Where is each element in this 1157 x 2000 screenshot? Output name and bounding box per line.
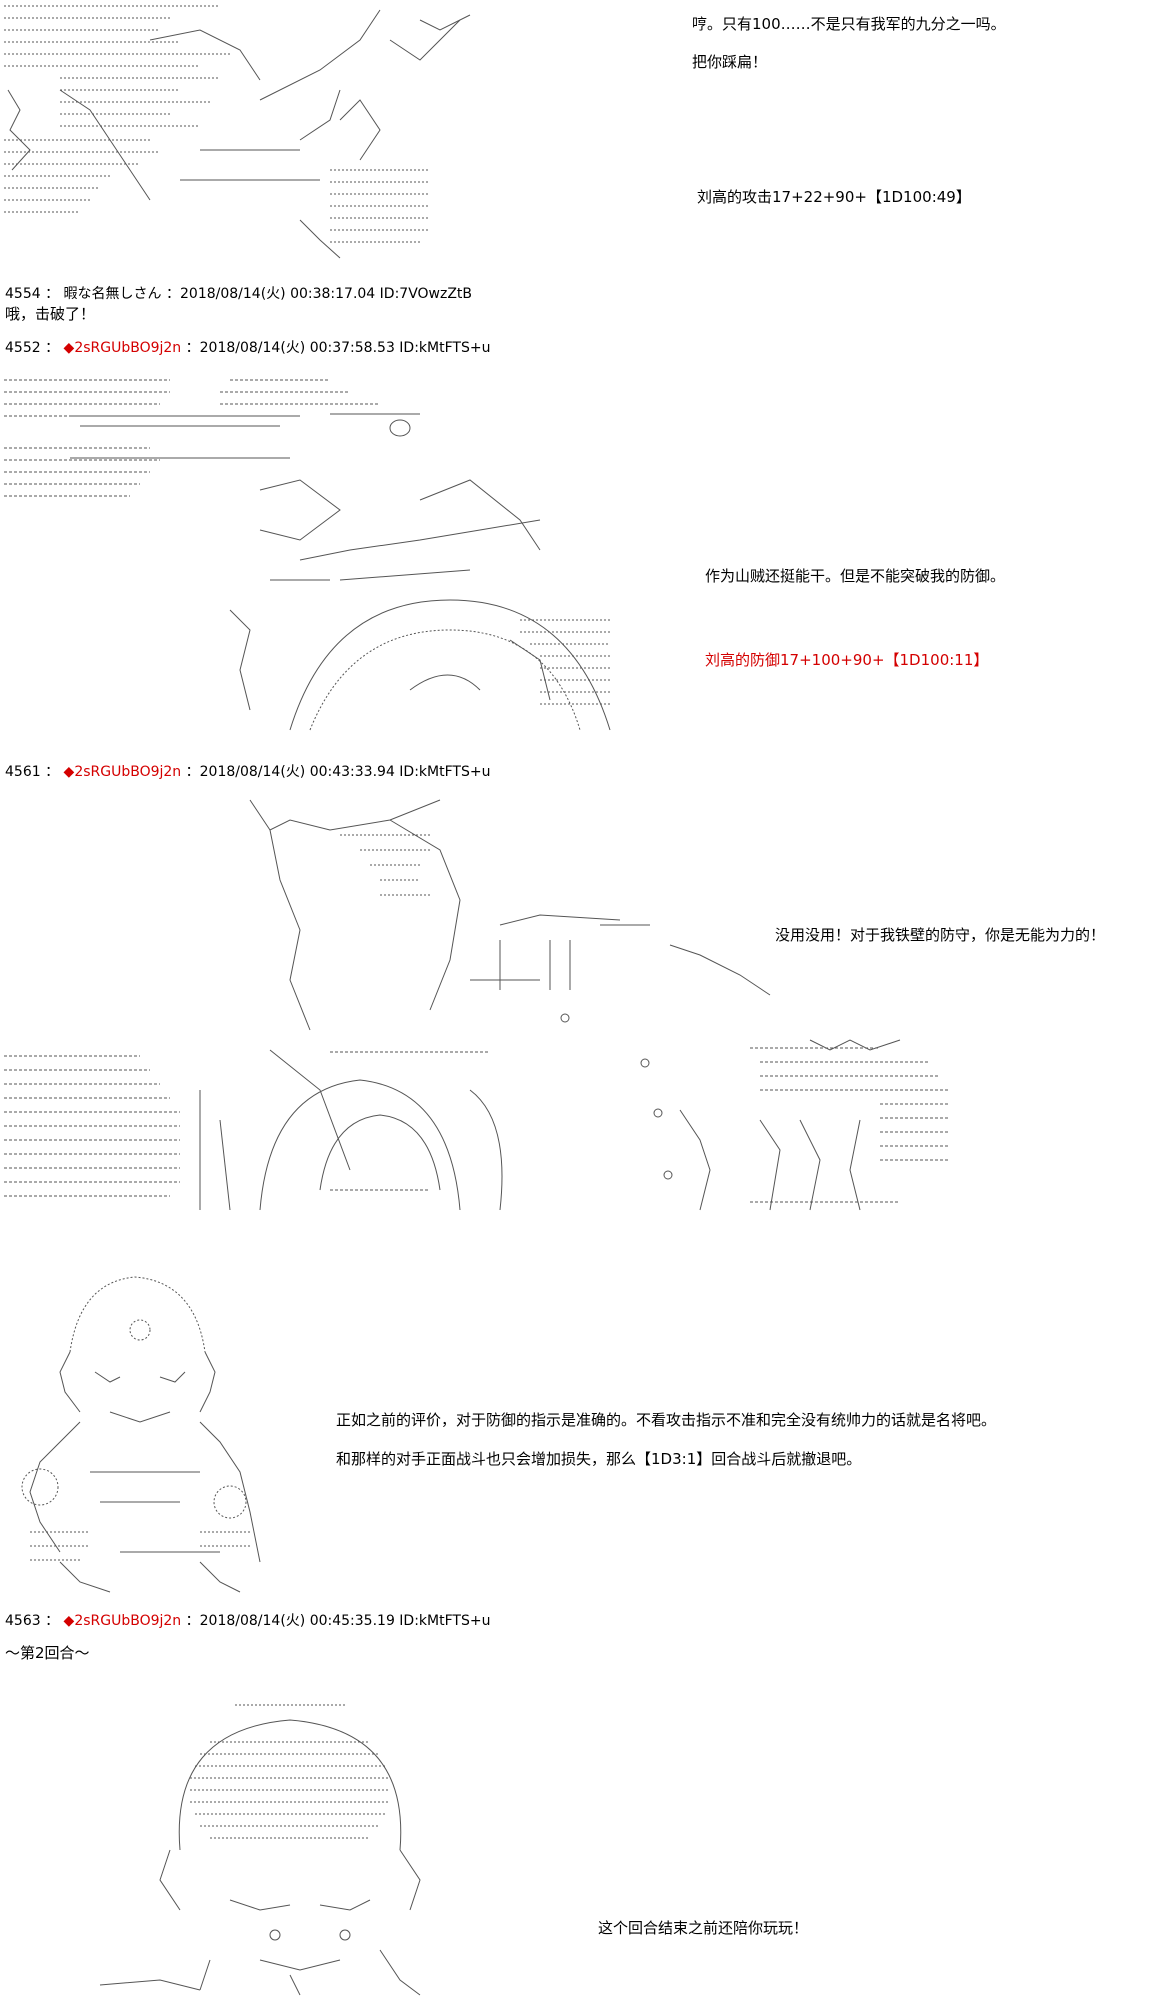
ascii-art-cavalry-charge	[0, 0, 500, 262]
post-header: 4563 ： ◆2sRGUbBO9j2n ：2018/08/14(火) 00:4…	[5, 1612, 490, 1630]
dialog-line: 哼。只有100……不是只有我军的九分之一吗。	[692, 15, 1006, 33]
post-header: 4554 ： 暇な名無しさん ：2018/08/14(火) 00:38:17.0…	[5, 285, 472, 303]
poster-trip: ◆2sRGUbBO9j2n	[63, 1613, 182, 1629]
ascii-art-drawing	[4, 379, 611, 731]
dialog-line: 正如之前的评价，对于防御的指示是准确的。不看攻击指示不准和完全没有统帅力的话就是…	[336, 1411, 997, 1429]
dialog-line: 没用没用！对于我铁壁的防守，你是无能为力的！	[775, 926, 1106, 944]
dialog-line: 作为山贼还挺能干。但是不能突破我的防御。	[705, 567, 1006, 585]
post-number: 4552	[5, 340, 41, 356]
dialog-line: 和那样的对手正面战斗也只会增加损失，那么【1D3:1】回合战斗后就撤退吧。	[336, 1450, 862, 1468]
post-separator: ：	[45, 1613, 60, 1629]
post-number: 4561	[5, 764, 41, 780]
ascii-art-iron-wall-defense	[0, 790, 960, 1220]
dialog-line: 这个回合结束之前还陪你玩玩！	[598, 1919, 809, 1937]
ascii-art-drawing	[99, 1704, 421, 1996]
ascii-art-drawing	[21, 1276, 261, 1593]
post-header: 4561 ： ◆2sRGUbBO9j2n ：2018/08/14(火) 00:4…	[5, 763, 490, 781]
dice-roll-text: 刘高的攻击17+22+90+【1D100:49】	[697, 188, 971, 206]
post-number: 4563	[5, 1613, 41, 1629]
post-body: ～第2回合～	[5, 1644, 90, 1662]
dialog-line: 把你踩扁！	[692, 53, 768, 71]
post-datetime: ：2018/08/14(火) 00:37:58.53 ID:kMtFTS+u	[185, 340, 491, 356]
ascii-art-helmeted-general	[60, 1690, 480, 2000]
ascii-art-drawing	[4, 799, 950, 1211]
post-number: 4554	[5, 286, 41, 302]
post-datetime: ：2018/08/14(火) 00:45:35.19 ID:kMtFTS+u	[185, 1613, 491, 1629]
post-separator: ：	[45, 286, 60, 302]
poster-name: 暇な名無しさん	[63, 286, 162, 302]
poster-trip: ◆2sRGUbBO9j2n	[63, 340, 182, 356]
post-separator: ：	[45, 340, 60, 356]
ascii-art-drawing	[4, 5, 471, 259]
dice-roll-text: 刘高的防御17+100+90+【1D100:11】	[705, 651, 989, 669]
post-body: 哦，击破了！	[5, 305, 96, 323]
poster-trip: ◆2sRGUbBO9j2n	[63, 764, 182, 780]
ascii-art-armored-general	[0, 370, 620, 735]
ascii-art-advisor-portrait	[0, 1262, 280, 1602]
post-separator: ：	[45, 764, 60, 780]
post-datetime: ：2018/08/14(火) 00:43:33.94 ID:kMtFTS+u	[185, 764, 491, 780]
post-header: 4552 ： ◆2sRGUbBO9j2n ：2018/08/14(火) 00:3…	[5, 339, 490, 357]
post-datetime: ：2018/08/14(火) 00:38:17.04 ID:7VOwzZtB	[166, 286, 473, 302]
